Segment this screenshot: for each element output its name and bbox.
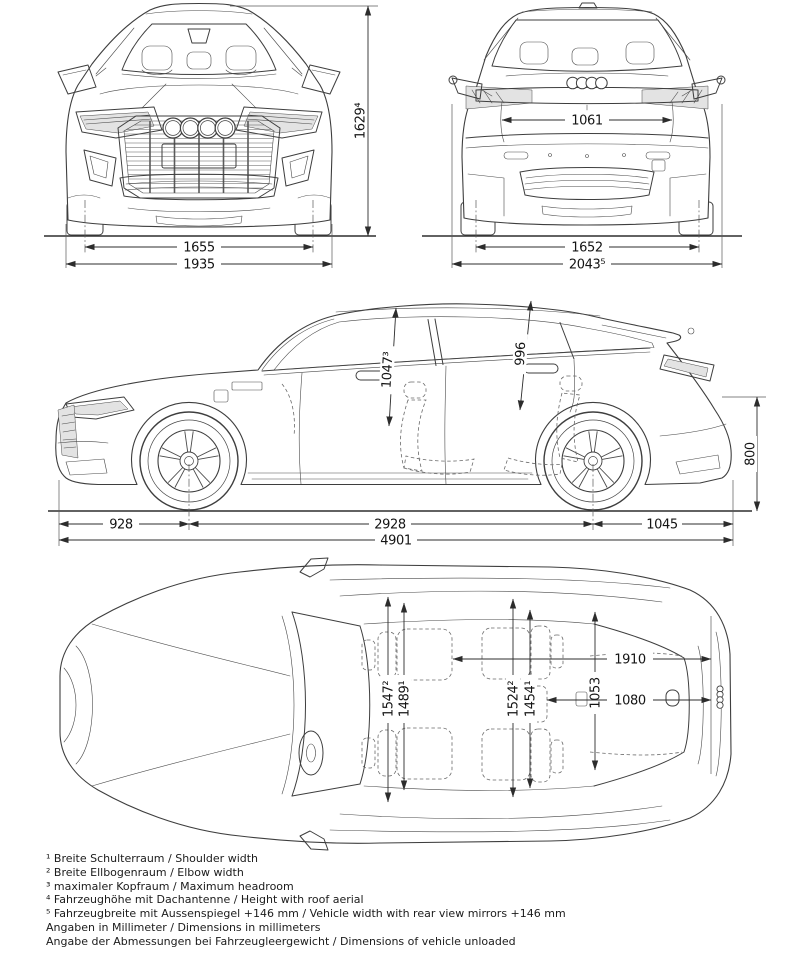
- headrest-left: [519, 41, 549, 65]
- footnote-mirror-width: ⁵ Fahrzeugbreite mit Aussenspiegel +146 …: [46, 907, 566, 921]
- footnote-units: Angaben in Millimeter / Dimensions in mi…: [46, 920, 321, 934]
- dim-front-track: 1655: [84, 200, 314, 256]
- shoulder-front-label: 1489¹: [398, 681, 413, 717]
- dim-interior-length: 1910: [452, 616, 712, 774]
- rear-width-mirrors-label: 2043⁵: [569, 258, 605, 273]
- dim-rear-width-mirrors: 2043⁵: [451, 104, 723, 273]
- taillight-side: [659, 354, 715, 382]
- side-mirror-right: [681, 75, 726, 100]
- footnote-max-headroom: ³ maximaler Kopfraum / Maximum headroom: [46, 879, 294, 893]
- front-view-drawing: 1655 1935 1629⁴: [44, 2, 378, 273]
- charge-port: [213, 389, 229, 403]
- footnotes: ¹ Breite Schulterraum / Shoulder width ²…: [46, 852, 766, 949]
- top-body-outline: [59, 564, 732, 844]
- front-height-label: 1629⁴: [354, 103, 369, 139]
- front-body-outline: [65, 2, 333, 228]
- license-plate: [161, 143, 237, 169]
- dim-shoulder-rear: 1454¹: [523, 609, 539, 789]
- overhang-front-label: 928: [109, 518, 133, 533]
- reflector-left: [503, 151, 529, 160]
- rear-track-label: 1652: [571, 241, 602, 256]
- elbow-rear-label: 1524²: [507, 681, 522, 717]
- charge-flap: [651, 159, 666, 172]
- footnote-elbow-width: ² Breite Ellbogenraum / Elbow width: [46, 865, 244, 879]
- interior-length-label: 1910: [614, 653, 646, 668]
- headroom-front-label: 1047³: [380, 351, 397, 388]
- steering-wheel: [298, 730, 324, 776]
- front-details: [57, 10, 341, 227]
- dim-rear-track: 1652: [475, 200, 700, 256]
- elbow-front-label: 1547²: [382, 681, 397, 717]
- shoulder-rear-label: 1454¹: [524, 681, 539, 717]
- rear-tailgate-label: 1061: [571, 114, 603, 129]
- dim-headroom-rear: 996: [511, 300, 534, 411]
- dim-load-height: 800: [722, 396, 766, 512]
- rearview-mirror: [187, 28, 211, 44]
- audi-rings-logo: [716, 685, 724, 709]
- side-mirror-left: [448, 75, 493, 100]
- headroom-rear-label: 996: [513, 342, 529, 366]
- side-mirror-left: [57, 64, 107, 95]
- dim-shoulder-front: 1489¹: [397, 602, 413, 791]
- mirror-top: [299, 557, 329, 578]
- side-details: [57, 307, 727, 485]
- load-height-label: 800: [744, 442, 759, 466]
- rear-view-drawing: 1061 1652 2043⁵: [422, 2, 742, 273]
- footnote-shoulder-width: ¹ Breite Schulterraum / Shoulder width: [46, 852, 259, 865]
- side-mirror-right: [291, 64, 341, 95]
- side-view-drawing: 1047³ 996 800 928 2928 1045 4901: [48, 300, 766, 549]
- headrest-right: [225, 45, 257, 71]
- rear-details: [448, 2, 726, 218]
- etron-badge: [231, 381, 263, 391]
- top-details: [63, 557, 724, 851]
- dim-elbow-rear: 1524²: [506, 598, 522, 798]
- headrest-center: [186, 51, 212, 70]
- dim-rear-tailgate-width: 1061: [501, 113, 673, 129]
- overhang-rear-label: 1045: [646, 518, 678, 533]
- mirror-bottom: [299, 830, 329, 851]
- tail-light-bar: [465, 85, 709, 110]
- dim-front-width: 1935: [65, 224, 333, 273]
- length-label: 4901: [380, 534, 412, 549]
- audi-rings-logo: [162, 117, 236, 139]
- dim-front-height: 1629⁴: [230, 5, 378, 237]
- front-track-label: 1655: [183, 241, 215, 256]
- rear-window: [491, 19, 683, 72]
- dim-headroom-front: 1047³: [378, 307, 399, 427]
- dim-elbow-front: 1547²: [381, 596, 397, 803]
- antenna-side: [687, 327, 695, 335]
- headrest-left: [141, 45, 173, 71]
- reflector-right: [645, 151, 671, 160]
- load-width-label: 1053: [589, 677, 604, 709]
- dim-load-floor-width: 1080: [546, 693, 712, 709]
- headrest-right: [625, 41, 655, 65]
- footnote-roof-aerial: ⁴ Fahrzeughöhe mit Dachantenne / Height …: [46, 893, 364, 907]
- audi-rings-logo: [566, 76, 608, 90]
- rear-diffuser: [519, 167, 655, 218]
- dim-length-row: 928 2928 1045 4901: [58, 464, 734, 549]
- front-side-intakes: [83, 149, 315, 187]
- roof-antenna: [578, 2, 598, 9]
- front-lower-intake: [119, 173, 279, 201]
- seats-dashed: [281, 375, 583, 476]
- load-floor-width-label: 1080: [614, 694, 646, 709]
- headrest-center: [571, 47, 599, 66]
- footnote-unloaded: Angabe der Abmessungen bei Fahrzeugleerg…: [46, 934, 516, 948]
- front-width-label: 1935: [183, 258, 215, 273]
- wheelbase-label: 2928: [374, 518, 406, 533]
- top-view-drawing: 1547² 1489¹ 1524² 1454¹ 1053 1910: [59, 557, 732, 851]
- grille-side: [57, 404, 79, 459]
